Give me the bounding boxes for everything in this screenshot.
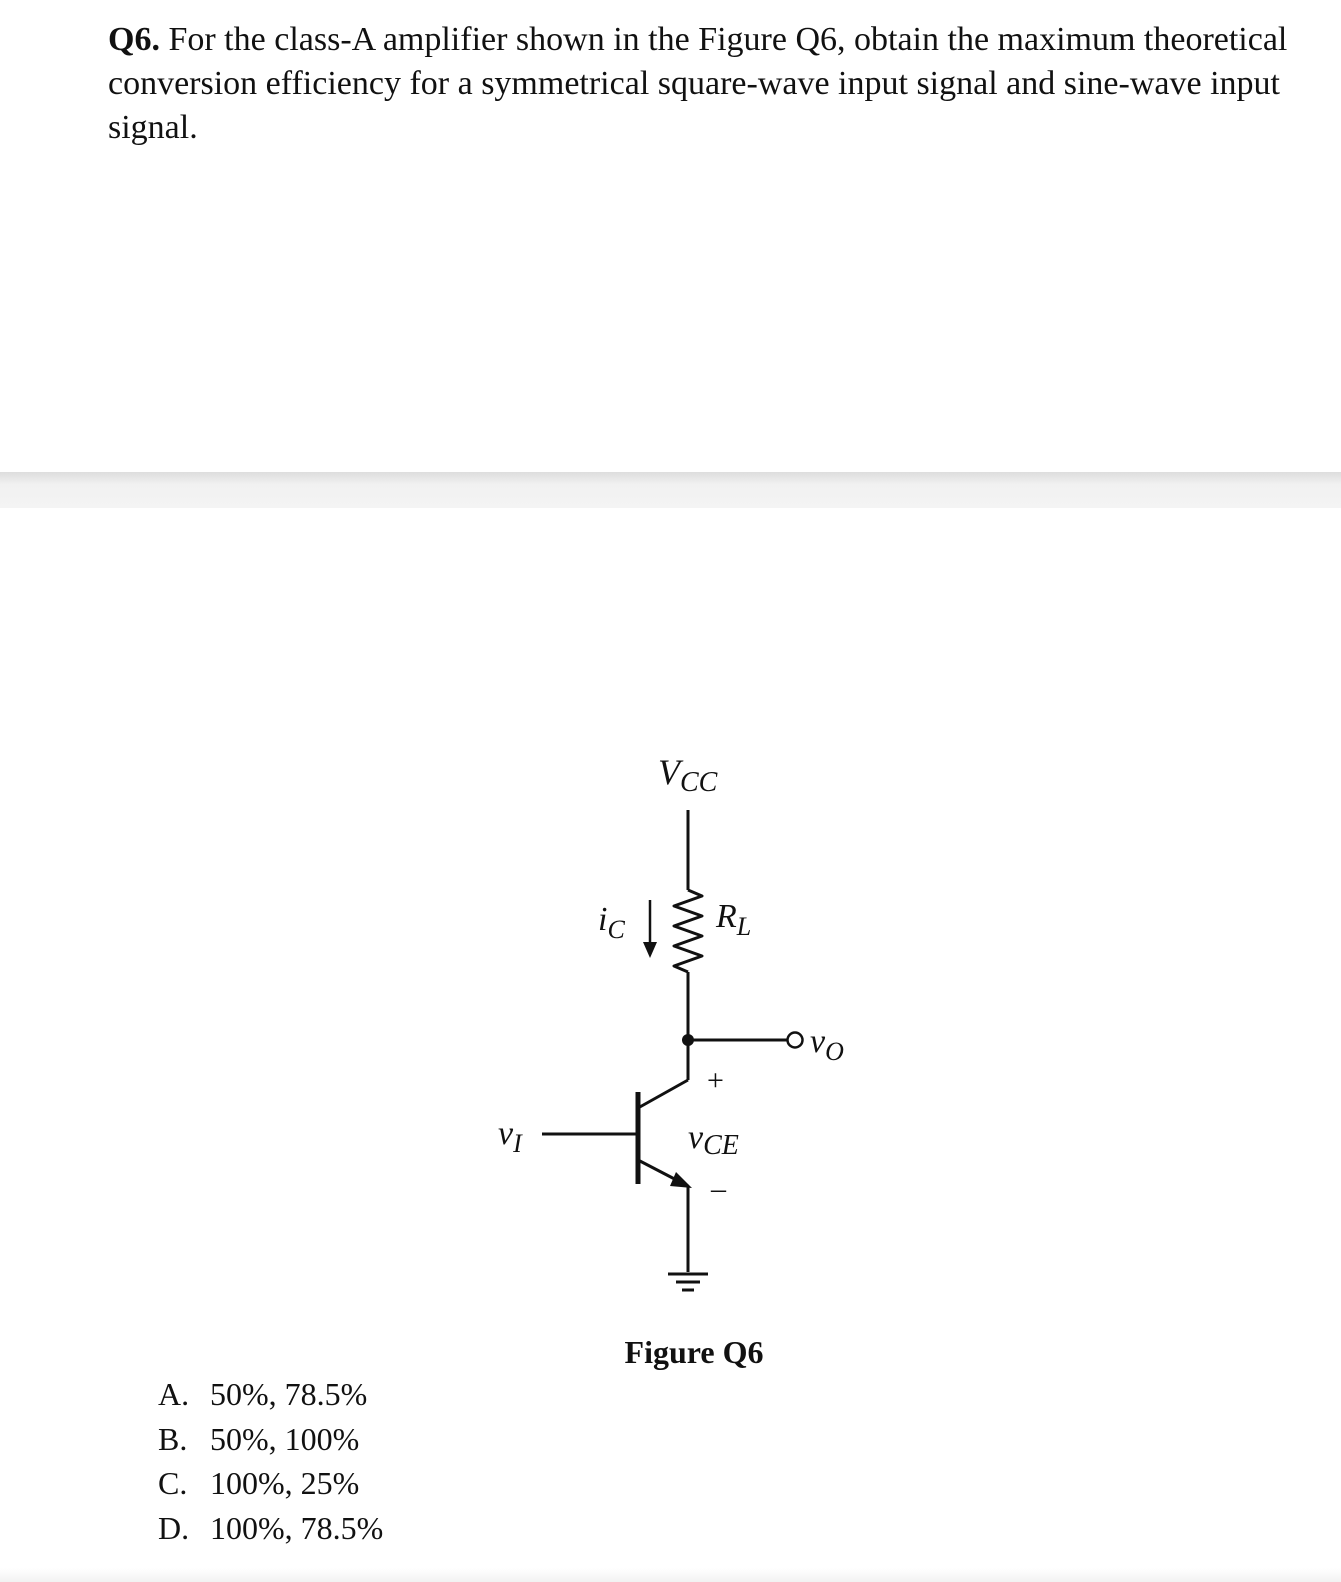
vce-minus: – xyxy=(710,1172,727,1205)
footer-shade xyxy=(0,1568,1341,1582)
question-body: For the class-A amplifier shown in the F… xyxy=(108,21,1288,146)
option-letter: D. xyxy=(158,1509,190,1546)
emitter-arrow-icon xyxy=(670,1172,692,1188)
option-c[interactable]: C. 100%, 25% xyxy=(158,1461,383,1506)
ic-label: iC xyxy=(598,901,625,944)
ic-arrowhead xyxy=(643,942,657,958)
ground-icon xyxy=(668,1272,708,1292)
answer-options: A. 50%, 78.5% B. 50%, 100% C. 100%, 25% D. 1… xyxy=(158,1372,383,1550)
option-a[interactable]: A. 50%, 78.5% xyxy=(158,1372,383,1417)
question-number: Q6. xyxy=(108,21,160,58)
option-letter: A. xyxy=(158,1376,190,1412)
option-text: 100%, 25% xyxy=(210,1465,360,1501)
load-resistor xyxy=(672,888,704,974)
option-text: 50%, 78.5% xyxy=(210,1376,368,1412)
section-divider xyxy=(0,472,1341,508)
option-letter: B. xyxy=(158,1420,188,1457)
vo-label: vO xyxy=(810,1023,844,1066)
vi-label: vI xyxy=(498,1115,523,1158)
option-b[interactable]: B. 50%, 100% xyxy=(158,1417,383,1462)
rl-label: RL xyxy=(715,898,751,941)
output-terminal[interactable] xyxy=(786,1031,804,1049)
vce-label: vCE xyxy=(688,1119,739,1161)
option-d[interactable]: D. 100%, 78.5% xyxy=(158,1506,383,1551)
question-text: Q6. For the class-A amplifier shown in t… xyxy=(108,18,1298,150)
option-letter: C. xyxy=(158,1465,188,1501)
vce-plus: + xyxy=(707,1064,724,1097)
class-a-amplifier-circuit: VCC RL iC vO vI + vCE – xyxy=(498,752,844,1292)
vcc-label: VCC xyxy=(658,752,718,798)
figure-caption: Figure Q6 xyxy=(624,1334,764,1370)
option-text: 50%, 100% xyxy=(210,1420,360,1457)
option-text: 100%, 78.5% xyxy=(210,1509,384,1546)
transistor-collector xyxy=(637,1078,689,1110)
